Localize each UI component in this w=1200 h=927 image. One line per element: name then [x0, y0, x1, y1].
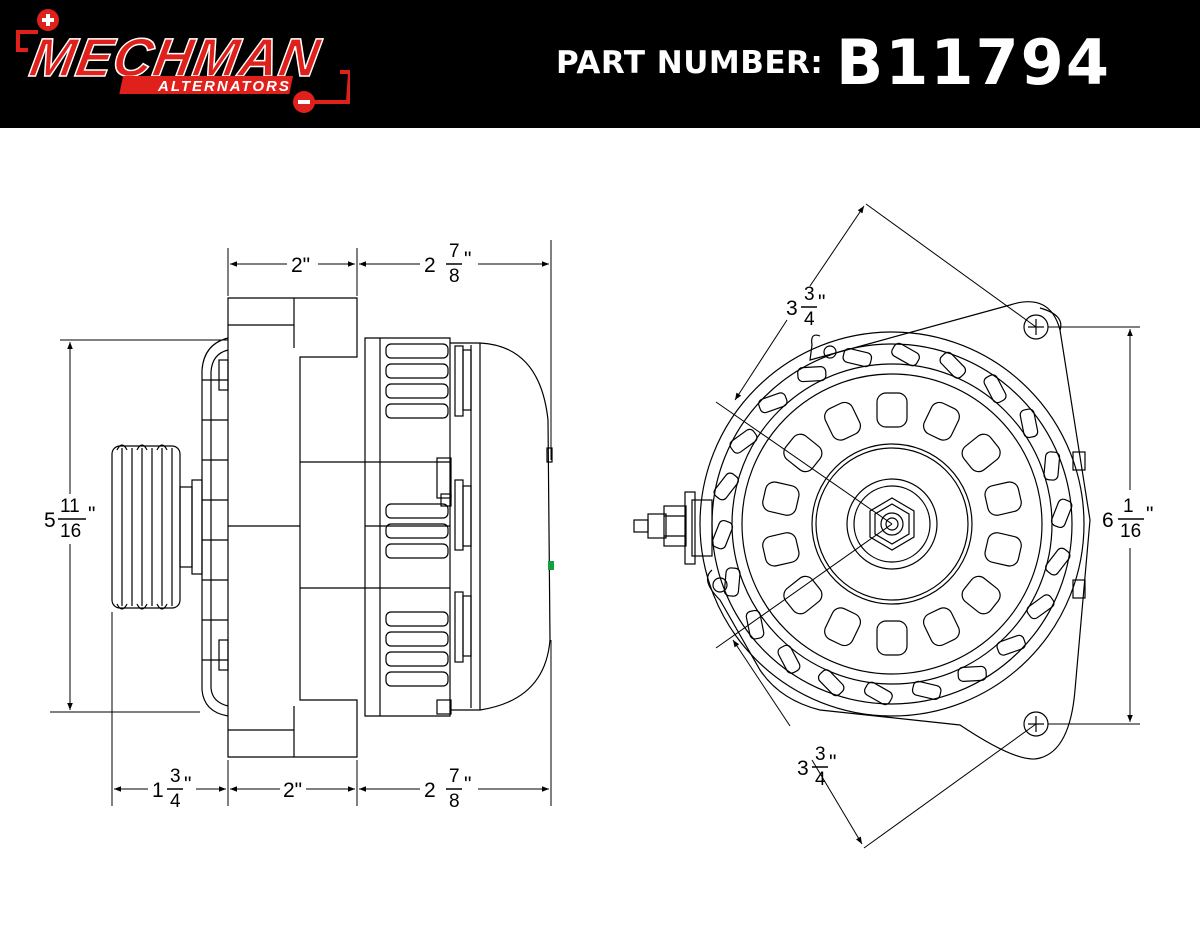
- rotor-vent-slots: [762, 392, 1022, 656]
- svg-text:6: 6: [1102, 509, 1114, 532]
- rotor-vent-slot: [922, 607, 960, 647]
- front-dim-upper: 3 3 4 ": [786, 284, 825, 330]
- svg-text:16: 16: [60, 521, 81, 542]
- stator-vent-slot: [891, 342, 920, 367]
- stator-vent-slot: [723, 567, 741, 597]
- rear-housing: [364, 337, 472, 717]
- svg-text:3: 3: [797, 757, 809, 780]
- svg-text:7: 7: [449, 241, 460, 262]
- stator-vent-slot: [711, 519, 734, 550]
- side-view: [111, 297, 554, 758]
- svg-text:2": 2": [283, 779, 302, 802]
- rotor-vent-slot: [922, 401, 960, 441]
- rotor-vent-slot: [762, 532, 800, 567]
- svg-text:1: 1: [152, 779, 164, 802]
- stator-vent-slot: [758, 392, 788, 414]
- svg-text:2": 2": [291, 254, 310, 277]
- stator-vent-slot: [911, 680, 942, 701]
- part-number-value: B11794: [836, 26, 1111, 99]
- stator-vent-slot: [745, 609, 765, 640]
- header-bar: MECHMAN ALTERNATORS PART NUMBER: B11794: [0, 0, 1200, 128]
- stator-vent-slots: [711, 342, 1073, 706]
- svg-text:4: 4: [804, 309, 815, 330]
- stator-vent-slot: [983, 374, 1007, 404]
- rotor-vent-slot: [824, 401, 862, 441]
- technical-drawing: 2" 2 7 8 " 1 3 4 " 2" 2 7 8 " 5 11 16 ": [44, 203, 1153, 849]
- svg-text:2: 2: [424, 254, 436, 277]
- side-dim-bottom-1: 1 3 4 ": [152, 766, 191, 812]
- stator-vent-slot: [957, 665, 987, 682]
- svg-text:3: 3: [170, 766, 181, 787]
- front-dimensions: [715, 203, 1140, 849]
- svg-text:": ": [1146, 503, 1153, 526]
- rotor-vent-slot: [876, 620, 908, 656]
- rotor-vent-slot: [783, 575, 823, 615]
- svg-text:": ": [464, 248, 471, 271]
- rotor-vent-slot: [824, 607, 862, 647]
- rotor-vent-slot: [984, 532, 1022, 567]
- stator-vent-slot: [1019, 408, 1039, 439]
- side-dim-top-2: 2 7 8 ": [424, 241, 471, 287]
- stator-vent-slot: [939, 351, 967, 379]
- front-view: [633, 301, 1091, 760]
- svg-text:3: 3: [804, 284, 815, 305]
- svg-text:": ": [464, 773, 471, 796]
- side-dim-bottom-2: 2": [283, 779, 302, 802]
- rotor-vent-slot: [762, 481, 800, 516]
- stator-vent-slot: [842, 347, 873, 368]
- side-dim-height: 5 11 16 ": [44, 496, 95, 542]
- stator-vent-slot: [797, 366, 827, 383]
- rotor-vent-slot: [961, 433, 1001, 473]
- svg-text:11: 11: [60, 496, 80, 517]
- side-dim-top-1: 2": [291, 254, 310, 277]
- rotor-vent-slot: [876, 392, 908, 428]
- rotor-vent-slot: [783, 433, 823, 473]
- svg-text:16: 16: [1120, 521, 1141, 542]
- part-number-label: PART NUMBER:: [556, 45, 824, 81]
- svg-text:5: 5: [44, 509, 56, 532]
- stator-vent-slot: [1050, 498, 1073, 529]
- stator-vent-slot: [817, 669, 845, 697]
- side-dim-bottom-3: 2 7 8 ": [424, 766, 471, 812]
- svg-text:3: 3: [786, 297, 798, 320]
- stator-vent-slot: [864, 681, 893, 706]
- front-fan: [201, 337, 229, 717]
- mechman-logo: MECHMAN ALTERNATORS: [16, 9, 350, 113]
- svg-text:3: 3: [815, 744, 826, 765]
- svg-text:8: 8: [449, 266, 460, 287]
- svg-text:": ": [818, 291, 825, 314]
- stator-vent-slot: [1026, 594, 1055, 620]
- logo-sub-text: ALTERNATORS: [157, 78, 291, 95]
- green-indicator: [548, 561, 554, 570]
- svg-text:4: 4: [170, 791, 181, 812]
- svg-text:": ": [184, 773, 191, 796]
- svg-text:": ": [829, 751, 836, 774]
- rotor-vent-slot: [961, 575, 1001, 615]
- svg-text:2: 2: [424, 779, 436, 802]
- stator-vent-slot: [996, 634, 1026, 656]
- stator-vent-slot: [1045, 547, 1071, 576]
- rotor-vent-slot: [984, 481, 1022, 516]
- front-dim-right: 6 1 16 ": [1102, 496, 1153, 542]
- stator-vent-slot: [713, 472, 739, 501]
- side-dimensions: [50, 240, 552, 806]
- rear-cover: [450, 342, 553, 711]
- svg-text:4: 4: [815, 769, 826, 790]
- front-dim-lower: 3 3 4 ": [797, 744, 836, 790]
- stator-vent-slot: [777, 644, 801, 674]
- svg-text:1: 1: [1123, 496, 1134, 517]
- front-housing: [227, 297, 365, 758]
- stator-vent-slot: [729, 428, 758, 454]
- svg-text:7: 7: [449, 766, 460, 787]
- svg-text:": ": [88, 503, 95, 526]
- svg-text:8: 8: [449, 791, 460, 812]
- pulley: [111, 444, 203, 610]
- stator-vent-slot: [1043, 451, 1061, 481]
